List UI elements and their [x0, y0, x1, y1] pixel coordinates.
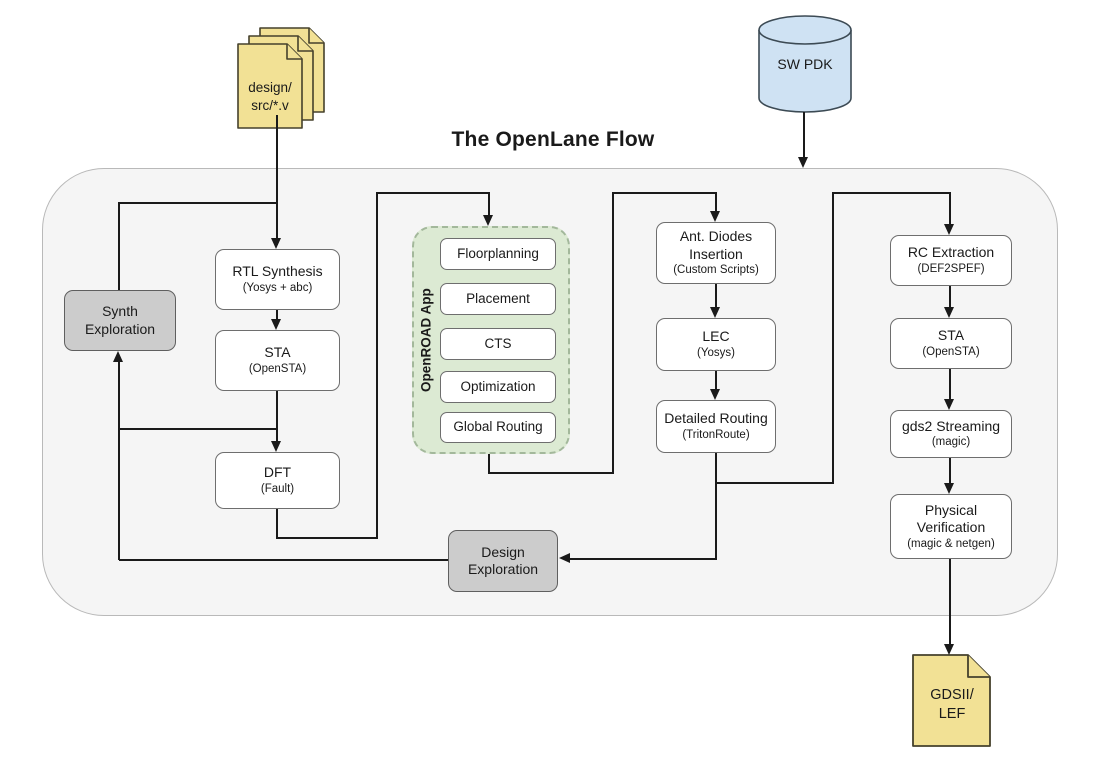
connector-droute-branch — [715, 482, 834, 484]
arrowhead — [710, 211, 720, 222]
node-cts: CTS — [440, 328, 556, 360]
arrowhead — [944, 483, 954, 494]
connector-sta-to-dft — [276, 391, 278, 446]
arrowhead — [798, 157, 808, 168]
design-files-icon — [237, 27, 325, 129]
connector-up-rail-2 — [612, 192, 614, 474]
connector-up-rail-3 — [832, 192, 834, 484]
connector-lec-to-droute — [715, 371, 717, 390]
node-gds2-streaming: gds2 Streaming (magic) — [890, 410, 1012, 458]
openroad-app-label: OpenROAD App — [418, 288, 434, 392]
arrowhead — [710, 307, 720, 318]
connector-into-designexpl — [569, 558, 717, 560]
node-physical-verification: Physical Verification (magic & netgen) — [890, 494, 1012, 559]
arrowhead — [113, 351, 123, 362]
node-lec: LEC (Yosys) — [656, 318, 776, 371]
connector-into-antdiodes — [715, 192, 717, 212]
connector-swpdk-down — [803, 112, 805, 158]
node-rc-extraction: RC Extraction (DEF2SPEF) — [890, 235, 1012, 286]
node-design-exploration: Design Exploration — [448, 530, 558, 592]
connector-openroad-right — [488, 472, 614, 474]
connector-top-rail-1 — [376, 192, 490, 194]
node-ant-diodes-insertion: Ant. Diodes Insertion (Custom Scripts) — [656, 222, 776, 284]
connector-droute-down — [715, 453, 717, 560]
connector-left-loop — [118, 362, 120, 560]
node-global-routing: Global Routing — [440, 412, 556, 443]
sw-pdk-label: SW PDK — [777, 56, 833, 72]
connector-synthexpl-up — [118, 202, 120, 290]
connector-rcx-to-sta — [949, 286, 951, 308]
arrowhead — [944, 224, 954, 235]
connector-gds2-to-physver — [949, 458, 951, 484]
node-dft: DFT (Fault) — [215, 452, 340, 509]
node-sta-synth: STA (OpenSTA) — [215, 330, 340, 391]
arrowhead — [944, 307, 954, 318]
design-files-label: design/ src/*.v — [248, 80, 292, 113]
gdsii-lef-document-icon — [912, 654, 991, 747]
arrowhead — [944, 399, 954, 410]
gdsii-lef-label: GDSII/ LEF — [930, 687, 974, 722]
connector-up-rail-1 — [376, 192, 378, 539]
connector-design-to-rtl — [276, 115, 278, 245]
node-rtl-synthesis: RTL Synthesis (Yosys + abc) — [215, 249, 340, 310]
connector-dft-right — [276, 537, 378, 539]
arrowhead — [483, 215, 493, 226]
arrowhead — [559, 553, 570, 563]
connector-rtl-to-sta — [276, 310, 278, 324]
connector-ant-to-lec — [715, 284, 717, 308]
arrowhead — [944, 644, 954, 655]
node-detailed-routing: Detailed Routing (TritonRoute) — [656, 400, 776, 453]
connector-openroad-out — [488, 453, 490, 474]
connector-top-rail-2 — [612, 192, 717, 194]
arrowhead — [710, 389, 720, 400]
arrowhead — [271, 238, 281, 249]
node-floorplanning: Floorplanning — [440, 238, 556, 270]
connector-physver-to-gdsii — [949, 559, 951, 645]
sw-pdk-database-icon — [758, 15, 852, 113]
node-placement: Placement — [440, 283, 556, 315]
connector-sta-to-gds2 — [949, 369, 951, 400]
arrowhead — [271, 319, 281, 330]
node-optimization: Optimization — [440, 371, 556, 403]
node-sta-signoff: STA (OpenSTA) — [890, 318, 1012, 369]
connector-top-rail-3 — [832, 192, 951, 194]
connector-sta-branch — [119, 428, 277, 430]
connector-dft-down — [276, 509, 278, 539]
connector-designexpl-left — [119, 559, 448, 561]
page-title: The OpenLane Flow — [451, 128, 655, 151]
arrowhead — [271, 441, 281, 452]
connector-into-openroad — [488, 192, 490, 218]
node-synth-exploration: Synth Exploration — [64, 290, 176, 351]
connector-synthexpl-top — [119, 202, 278, 204]
connector-into-rcx — [949, 192, 951, 225]
